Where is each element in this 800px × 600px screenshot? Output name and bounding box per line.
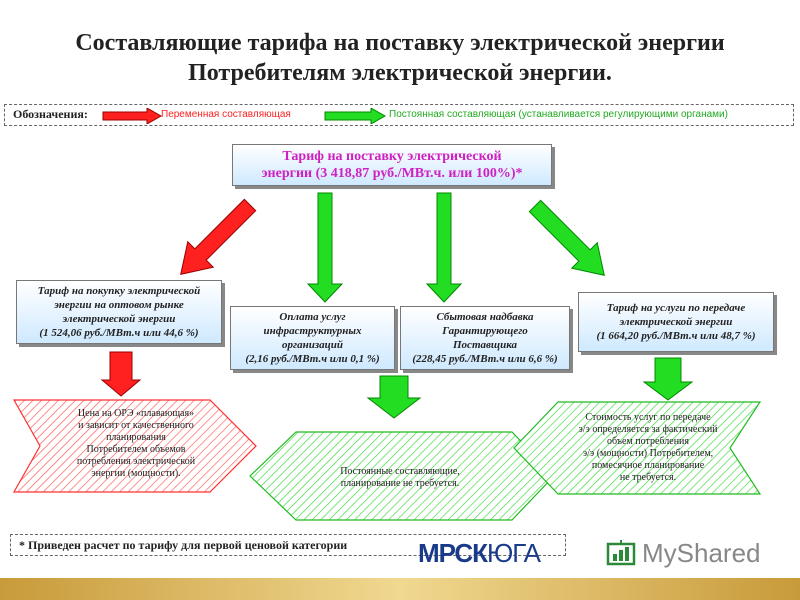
red-arrow-wholesale — [180, 198, 257, 275]
note-left-line: Потребителем объемов — [86, 444, 186, 455]
legend-label: Обозначения: — [13, 107, 88, 121]
note-right-shape — [513, 401, 762, 495]
green-arrow-sales-markup — [425, 192, 463, 303]
note-right-line: объем потребления — [607, 436, 689, 447]
note-right-line: Стоимость услуг по передаче — [585, 412, 711, 423]
infrastructure-line-4: (2,16 руб./МВт.ч или 0,1 %) — [245, 353, 380, 365]
green-arrow-down-center — [366, 375, 422, 419]
note-left-shape — [12, 399, 257, 493]
note-left-line: Цена на ОРЭ «плавающая» — [77, 408, 195, 419]
note-right: Стоимость услуг по передаче э/э определя… — [560, 412, 736, 484]
presentation-icon — [606, 540, 636, 566]
title-line-1: Составляющие тарифа на поставку электрич… — [75, 30, 725, 56]
wholesale-line-4: (1 524,06 руб./МВт.ч или 44,6 %) — [39, 327, 199, 339]
infrastructure-line-3: организаций — [282, 339, 343, 351]
legend-variable: Переменная составляющая — [161, 109, 291, 120]
myshared-logo: MyShared — [606, 536, 776, 572]
infrastructure-line-2: инфраструктурных — [263, 325, 362, 337]
sales-markup-line-4: (228,45 руб./МВт.ч или 6,6 %) — [412, 353, 558, 365]
sales-markup-line-2: Гарантирующего — [442, 325, 528, 337]
wholesale-line-1: Тариф на покупку электрической — [37, 285, 201, 297]
green-arrow-down-right — [642, 357, 694, 401]
note-left-line: планирования — [106, 432, 166, 443]
transmission-line-3: (1 664,20 руб./МВт.ч или 48,7 %) — [596, 330, 756, 342]
wholesale-line-2: энергии на оптовом рынке — [54, 299, 184, 311]
note-right-line: э/э (мощности) Потребителем, — [582, 448, 714, 459]
green-arrow-infrastructure — [306, 192, 344, 303]
note-center: Постоянные составляющие, планирование не… — [280, 466, 520, 490]
total-tariff-line-1: Тариф на поставку электрической — [282, 149, 502, 164]
green-arrow-icon — [324, 108, 387, 124]
note-left-line: энергии (мощности). — [91, 468, 181, 479]
note-right-line: э/э определяется за фактический — [578, 424, 718, 435]
footnote: * Приведен расчет по тарифу для первой ц… — [10, 534, 566, 556]
note-left: Цена на ОРЭ «плавающая» и зависит от кач… — [48, 408, 224, 480]
mrsk-logo-part-2: ЮГА — [487, 538, 541, 568]
infrastructure-line-1: Оплата услуг — [279, 311, 346, 323]
title-line-2: Потребителям электрической энергии. — [188, 60, 612, 86]
page-title: Составляющие тарифа на поставку электрич… — [0, 28, 800, 88]
infrastructure-box: Оплата услуг инфраструктурных организаци… — [230, 306, 395, 370]
total-tariff-box: Тариф на поставку электрической энергии … — [232, 144, 552, 186]
legend: Обозначения: Переменная составляющая Пос… — [4, 104, 794, 126]
sales-markup-box: Сбытовая надбавка Гарантирующего Поставщ… — [400, 306, 570, 370]
mrsk-yuga-logo: МРСКЮГА — [418, 538, 541, 569]
note-right-line: не требуется. — [619, 472, 677, 483]
sales-markup-line-3: Поставщика — [453, 339, 517, 351]
note-center-shape — [249, 431, 555, 521]
total-tariff-line-2: энергии (3 418,87 руб./МВт.ч. или 100%)* — [261, 166, 523, 181]
myshared-text: MyShared — [642, 538, 761, 568]
transmission-line-2: электрической энергии — [619, 316, 733, 328]
green-arrow-transmission — [528, 199, 605, 276]
note-right-line: помесячное планирование — [591, 460, 705, 471]
mrsk-logo-part-1: МРСК — [418, 538, 488, 568]
note-center-line: Постоянные составляющие, — [340, 466, 460, 477]
note-center-line: планирование не требуется. — [340, 478, 460, 489]
transmission-line-1: Тариф на услуги по передаче — [606, 302, 746, 314]
note-left-line: потребления электрической — [76, 456, 196, 467]
red-arrow-down — [100, 351, 142, 397]
sales-markup-line-1: Сбытовая надбавка — [436, 311, 534, 323]
wholesale-tariff-box: Тариф на покупку электрической энергии н… — [16, 280, 222, 344]
wholesale-line-3: электрической энергии — [62, 313, 176, 325]
transmission-tariff-box: Тариф на услуги по передаче электрическо… — [578, 292, 774, 352]
legend-constant: Постоянная составляющая (устанавливается… — [389, 109, 728, 120]
red-arrow-icon — [102, 108, 163, 124]
note-left-line: и зависит от качественного — [78, 420, 194, 431]
bottom-decor-bar — [0, 578, 800, 600]
